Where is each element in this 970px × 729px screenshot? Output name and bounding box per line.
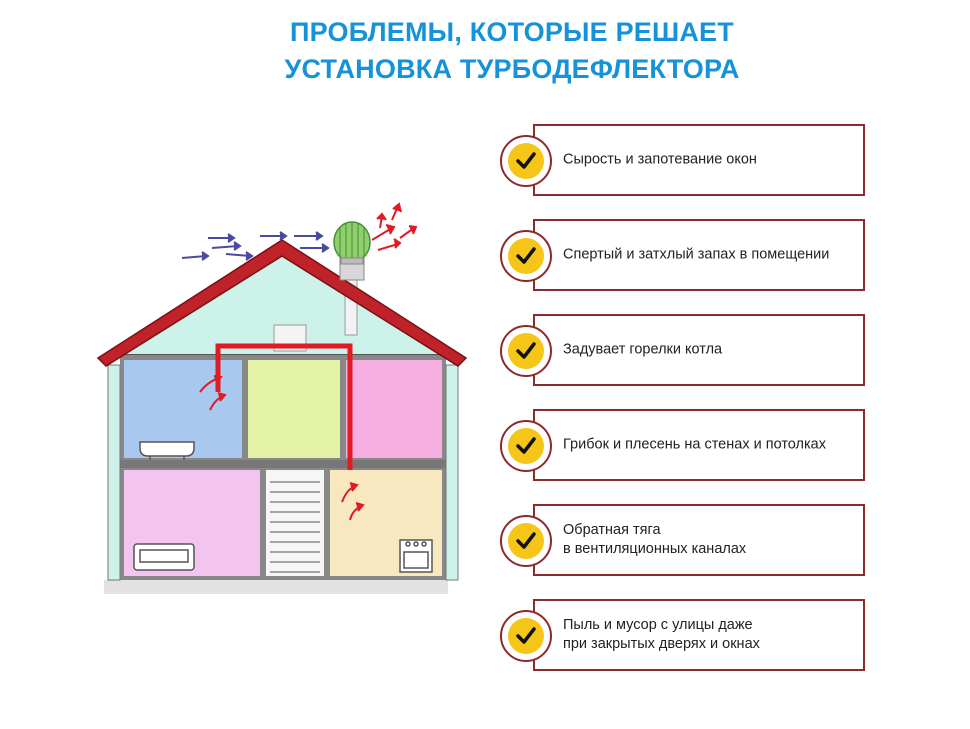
problem-text-line: при закрытых дверях и окнах	[563, 636, 760, 652]
ground	[104, 580, 448, 594]
problem-text: Пыль и мусор с улицы даже при закрытых дв…	[563, 616, 857, 654]
bathtub-icon	[139, 441, 195, 460]
problem-text: Задувает горелки котла	[563, 341, 857, 360]
room-upper-right	[346, 360, 442, 458]
checkmark-icon	[516, 532, 536, 549]
problem-text-line: Грибок и плесень на стенах и потолках	[563, 436, 826, 453]
house-illustration	[96, 202, 468, 594]
indoor-airflow-arrows	[199, 375, 365, 521]
checkmark-icon	[516, 627, 536, 644]
problem-text: Обратная тяга в вентиляционных каналах	[563, 521, 857, 559]
exhaust-duct	[215, 343, 353, 470]
check-badge	[500, 420, 552, 472]
problem-item: Обратная тяга в вентиляционных каналах	[533, 504, 865, 576]
problem-text: Сырость и запотевание окон	[563, 151, 857, 170]
sofa-icon	[133, 543, 195, 571]
check-badge	[500, 610, 552, 662]
room-stairs	[266, 470, 324, 576]
airflow-arrow-icon	[181, 231, 330, 261]
floor-slab	[120, 460, 446, 468]
problem-item: Задувает горелки котла	[533, 314, 865, 386]
room-upper-middle	[248, 360, 340, 458]
title-line-2: УСТАНОВКА ТУРБОДЕФЛЕКТОРА	[284, 54, 740, 84]
checkmark-icon	[516, 342, 536, 359]
outflow-arrow-icon	[371, 202, 418, 251]
check-badge	[500, 325, 552, 377]
turbo-deflector-icon	[333, 221, 371, 265]
check-badge	[500, 230, 552, 282]
problem-item: Сырость и запотевание окон	[533, 124, 865, 196]
problem-text-line: Задувает горелки котла	[563, 341, 723, 358]
checkmark-icon	[516, 152, 536, 169]
problem-text-line: Пыль и мусор с улицы даже	[563, 617, 753, 633]
roof	[96, 239, 468, 367]
problem-text-line: в вентиляционных каналах	[563, 541, 747, 557]
page-title: ПРОБЛЕМЫ, КОТОРЫЕ РЕШАЕТ УСТАНОВКА ТУРБО…	[0, 14, 970, 88]
check-badge	[500, 515, 552, 567]
problem-text: Грибок и плесень на стенах и потолках	[563, 436, 857, 455]
problem-item: Спертый и затхлый запах в помещении	[533, 219, 865, 291]
staircase	[270, 481, 320, 573]
problem-item: Грибок и плесень на стенах и потолках	[533, 409, 865, 481]
check-badge	[500, 135, 552, 187]
column-right	[445, 364, 459, 581]
problem-item: Пыль и мусор с улицы даже при закрытых дв…	[533, 599, 865, 671]
checkmark-icon	[516, 247, 536, 264]
problem-text: Спертый и затхлый запах в помещении	[563, 246, 857, 265]
column-left	[107, 364, 121, 581]
problem-text-line: Обратная тяга	[563, 522, 661, 538]
title-line-1: ПРОБЛЕМЫ, КОТОРЫЕ РЕШАЕТ	[290, 17, 734, 47]
problem-text-line: Спертый и затхлый запах в помещении	[563, 246, 830, 263]
stove-icon	[399, 539, 433, 573]
checkmark-icon	[516, 437, 536, 454]
problem-text-line: Сырость и запотевание окон	[563, 151, 757, 168]
